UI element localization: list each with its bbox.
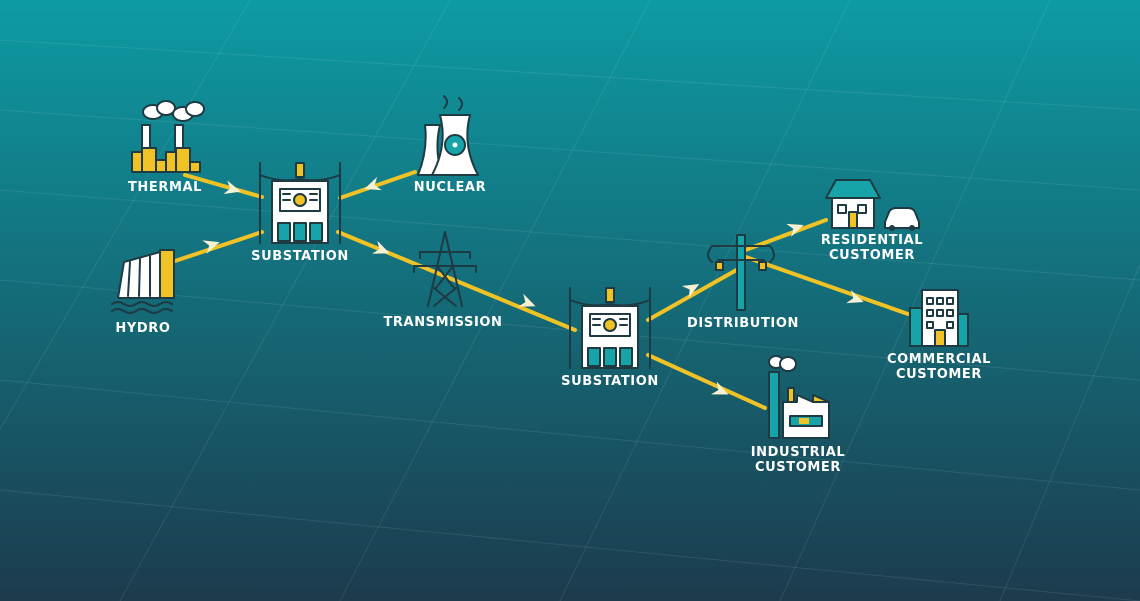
nuclear-plant-icon: [417, 95, 479, 176]
substation-label: SUBSTATION: [561, 374, 659, 389]
thermal-label: THERMAL: [128, 180, 202, 195]
hydro-label: HYDRO: [115, 321, 170, 336]
power-lines: [170, 170, 910, 410]
thermal-plant-icon: [131, 100, 205, 173]
distribution-label: DISTRIBUTION: [687, 316, 799, 331]
transmission-tower-icon: [413, 231, 477, 307]
distribution-pole-icon: [707, 234, 775, 311]
hydro-dam-icon: [111, 249, 175, 314]
house-icon: [825, 179, 881, 229]
commercial-label-line1: COMMERCIAL: [887, 352, 991, 367]
industrial-label-line2: CUSTOMER: [755, 460, 841, 475]
residential-label-line1: RESIDENTIAL: [821, 233, 923, 248]
substation-label: SUBSTATION: [251, 249, 349, 264]
commercial-building-icon: [909, 289, 969, 347]
nuclear-label: NUCLEAR: [414, 180, 486, 195]
residential-label-line2: CUSTOMER: [829, 248, 915, 263]
industrial-label-line1: INDUSTRIAL: [751, 445, 846, 460]
car-icon: [884, 207, 920, 231]
commercial-label-line2: CUSTOMER: [896, 367, 982, 382]
transmission-label: TRANSMISSION: [383, 315, 502, 330]
factory-icon: [768, 355, 830, 439]
